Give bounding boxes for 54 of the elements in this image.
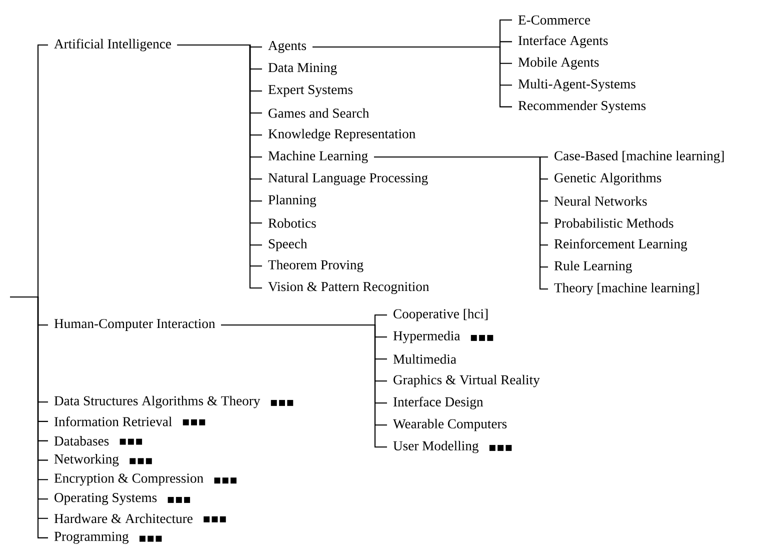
- category-label: Agents: [268, 41, 306, 53]
- more-marker: ▪▪▪: [120, 438, 142, 445]
- category-label: Expert Systems: [268, 85, 352, 97]
- category-label: User Modelling: [393, 440, 478, 454]
- category-label: Theorem Proving: [268, 260, 364, 272]
- category-label: Theory [machine learning]: [554, 282, 699, 296]
- category-label: Hypermedia: [393, 330, 460, 344]
- category-label: Genetic Algorithms: [554, 172, 662, 186]
- category-label: Mobile Agents: [518, 57, 599, 70]
- category-label: Encryption & Compression: [54, 474, 204, 486]
- bracket-line: [312, 46, 512, 108]
- category-label: Data Mining: [268, 63, 337, 75]
- category-label: Operating Systems: [54, 493, 157, 505]
- category-label: Multimedia: [393, 354, 456, 364]
- category-label: Graphics & Virtual Reality: [394, 374, 540, 388]
- category-label: Vision & Pattern Recognition: [268, 282, 430, 294]
- category-label: Hardware & Architecture: [54, 514, 192, 524]
- more-marker: ▪▪▪: [130, 458, 152, 464]
- category-label: Artificial Intelligence: [54, 38, 171, 52]
- category-label: Reinforcement Learning: [554, 238, 688, 252]
- category-label: Neural Networks: [554, 196, 647, 206]
- more-marker: ▪▪▪: [214, 478, 236, 484]
- category-label: Planning: [268, 194, 316, 208]
- category-label: Multi-Agent-Systems: [518, 78, 636, 92]
- category-label: Speech: [268, 238, 308, 252]
- more-marker: ▪▪▪: [139, 536, 162, 542]
- more-marker: ▪▪▪: [204, 516, 226, 522]
- category-label: Networking: [54, 454, 119, 466]
- category-label: Programming: [54, 532, 129, 544]
- category-label: Natural Language Processing: [268, 172, 428, 186]
- bracket-line: [221, 324, 387, 448]
- more-marker: ▪▪▪: [182, 419, 206, 426]
- more-marker: ▪▪▪: [470, 334, 494, 341]
- category-label: Machine Learning: [268, 150, 368, 164]
- category-label: E-Commerce: [518, 15, 590, 25]
- bracket-line: [374, 156, 548, 290]
- category-label: Wearable Computers: [393, 418, 507, 432]
- category-label: Information Retrieval: [54, 416, 172, 426]
- category-label: Robotics: [268, 218, 316, 228]
- more-marker: ▪▪▪: [270, 400, 294, 406]
- category-label: Databases: [54, 436, 109, 446]
- category-label: Interface Design: [393, 396, 484, 410]
- more-marker: ▪▪▪: [489, 444, 512, 451]
- category-label: Case-Based [machine learning]: [554, 150, 724, 164]
- category-label: Knowledge Representation: [268, 128, 416, 142]
- category-label: Interface Agents: [518, 35, 608, 48]
- category-label: Recommender Systems: [518, 100, 646, 113]
- category-label: Human-Computer Interaction: [54, 319, 216, 331]
- category-label: Cooperative [hci]: [394, 308, 488, 322]
- category-label: Rule Learning: [554, 260, 632, 274]
- category-label: Probabilistic Methods: [554, 218, 674, 228]
- category-label: Data Structures Algorithms & Theory: [54, 396, 260, 408]
- category-label: Games and Search: [268, 108, 370, 118]
- more-marker: ▪▪▪: [168, 496, 190, 503]
